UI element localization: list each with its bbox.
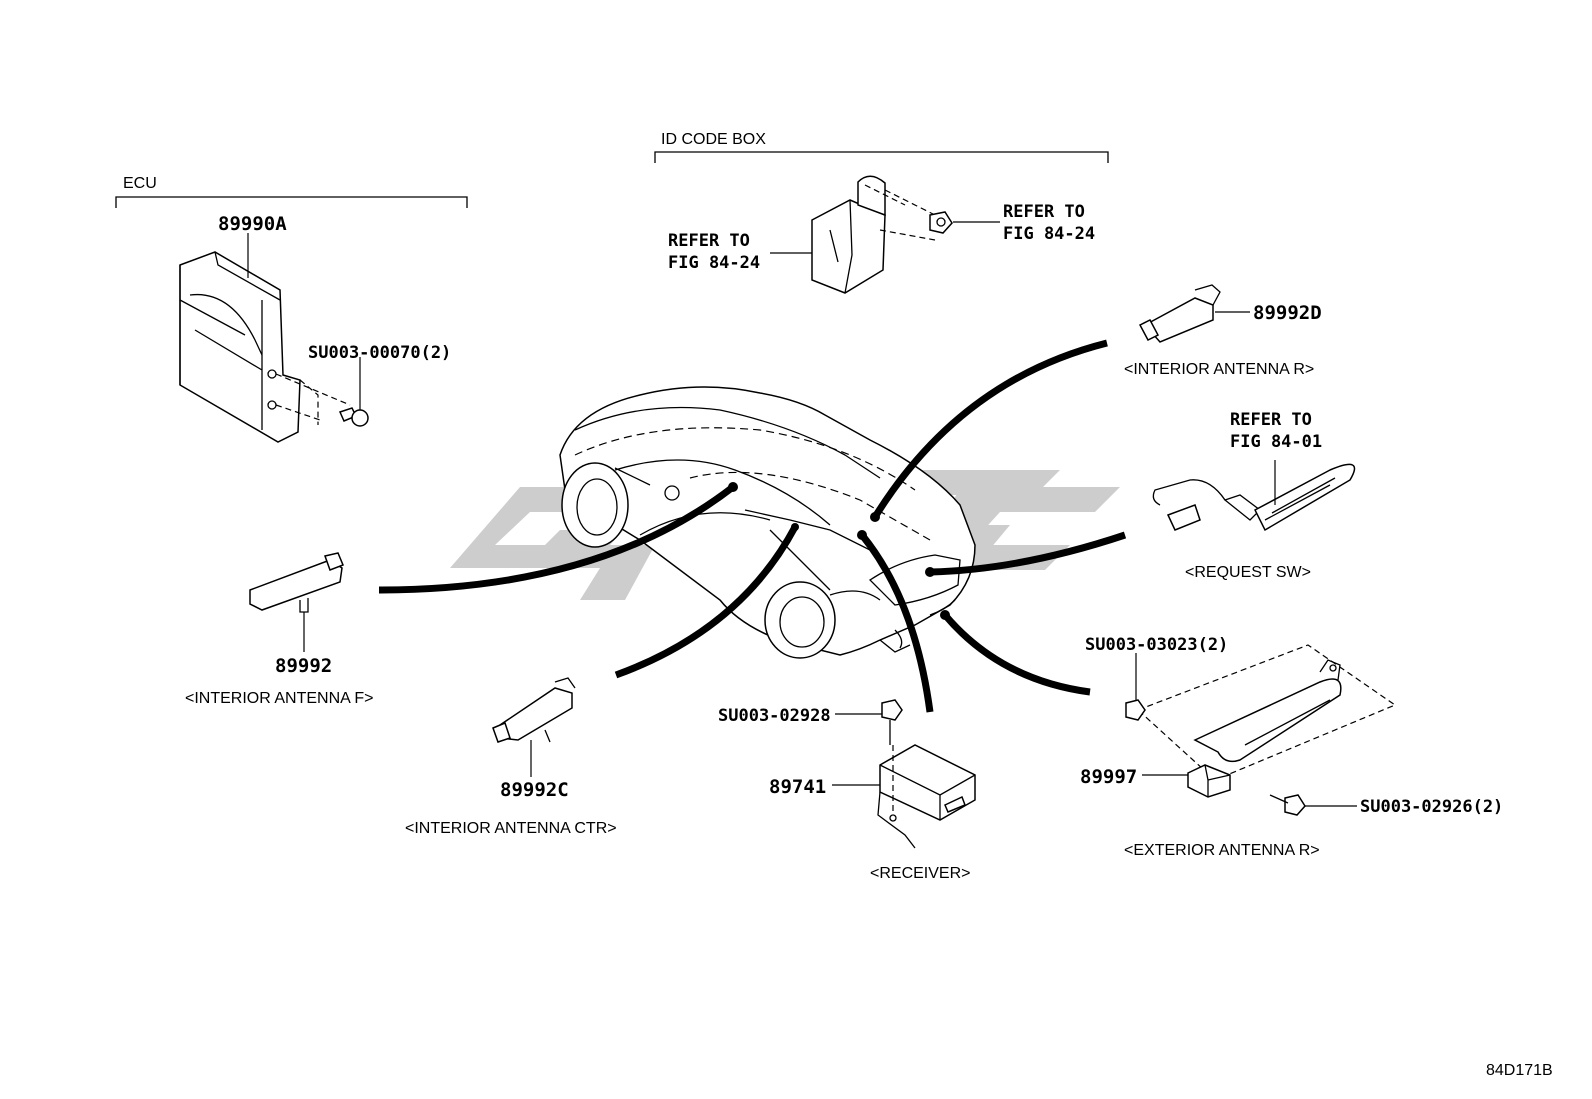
- receiver-bolt-number: SU003-02928: [718, 706, 831, 726]
- antenna-ctr-label: <INTERIOR ANTENNA CTR>: [405, 820, 617, 837]
- ext-label: <EXTERIOR ANTENNA R>: [1124, 842, 1320, 859]
- request-switch: [1152, 460, 1356, 532]
- exterior-antenna-r: [1125, 644, 1397, 816]
- ext-part-number: 89997: [1080, 766, 1137, 788]
- antenna-r-part-number: 89992D: [1253, 302, 1322, 324]
- figure-id: 84D171B: [1486, 1062, 1553, 1079]
- ext-nut-icon: [1125, 699, 1146, 721]
- interior-antenna-r: [1138, 284, 1250, 343]
- ecu-bolt-number: SU003-00070(2): [308, 343, 451, 363]
- antenna-r-label: <INTERIOR ANTENNA R>: [1124, 361, 1314, 378]
- ecu-bracket: ECU: [115, 175, 468, 208]
- antenna-f-part-number: 89992: [275, 655, 332, 677]
- id-refer-left-line1: REFER TO: [668, 231, 750, 251]
- id-code-box-bracket: ID CODE BOX: [654, 131, 1109, 163]
- receiver-bolt-icon: [881, 699, 903, 745]
- id-refer-left-line2: FIG 84-24: [668, 253, 760, 273]
- id-code-box-bracket-label: ID CODE BOX: [661, 131, 766, 148]
- receiver-module: [832, 699, 976, 849]
- ecu-bolt-icon: [338, 407, 369, 427]
- ecu-module: [179, 233, 369, 443]
- request-sw-refer-line2: FIG 84-01: [1230, 432, 1322, 452]
- location-leaders: [378, 339, 1127, 713]
- id-code-box-nut-icon: [929, 211, 953, 234]
- antenna-ctr-part-number: 89992C: [500, 779, 569, 801]
- id-refer-right-line1: REFER TO: [1003, 202, 1085, 222]
- id-code-box-module: [770, 175, 1000, 294]
- receiver-label: <RECEIVER>: [870, 865, 970, 882]
- ext-bolt-icon: [1269, 794, 1306, 816]
- ext-nut-number: SU003-03023(2): [1085, 635, 1228, 655]
- id-refer-right-line2: FIG 84-24: [1003, 224, 1095, 244]
- antenna-f-label: <INTERIOR ANTENNA F>: [185, 690, 373, 707]
- interior-antenna-f: [249, 552, 344, 652]
- ecu-bracket-label: ECU: [123, 175, 157, 192]
- request-sw-label: <REQUEST SW>: [1185, 564, 1311, 581]
- receiver-part-number: 89741: [769, 776, 826, 798]
- vehicle-outline: [559, 386, 976, 659]
- ecu-part-number: 89990A: [218, 213, 287, 235]
- ext-bolt-number: SU003-02926(2): [1360, 797, 1503, 817]
- interior-antenna-ctr: [492, 677, 576, 777]
- request-sw-refer-line1: REFER TO: [1230, 410, 1312, 430]
